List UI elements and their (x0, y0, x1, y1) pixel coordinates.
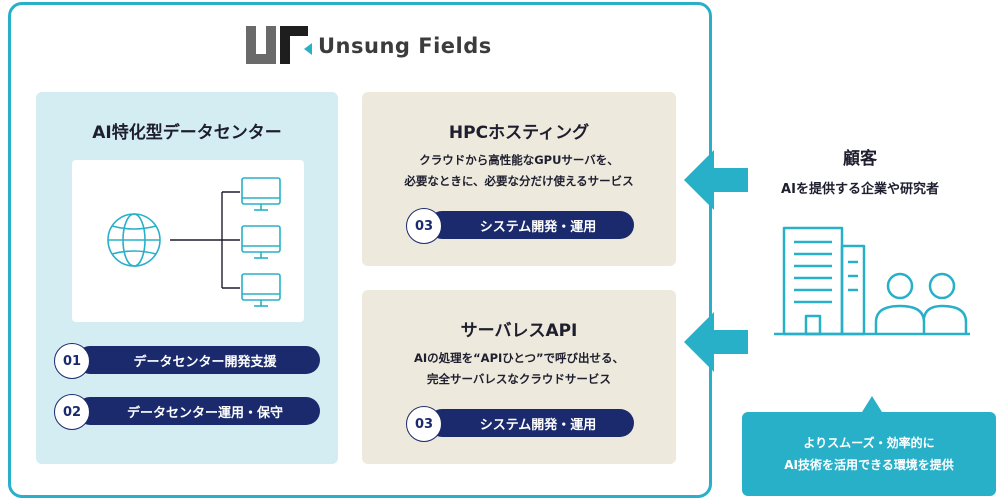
item-label: データセンター運用・保守 (76, 397, 320, 425)
item-label: システム開発・運用 (428, 409, 634, 437)
value-proposition-bubble: よりスムーズ・効率的に AI技術を活用できる環境を提供 (742, 412, 996, 496)
customer-title: 顧客 (843, 149, 877, 169)
serverless-desc-line1: AIの処理を“APIひとつ”で呼び出せる、 (413, 351, 625, 365)
arrow-left-icon (684, 312, 748, 372)
arrow-left-icon (684, 150, 748, 210)
item-number: 03 (406, 208, 442, 244)
customer-subtitle: AIを提供する企業や研究者 (781, 182, 939, 197)
serverless-desc-line2: 完全サーバレスなクラウドサービス (427, 372, 611, 386)
hpc-panel: HPCホスティング クラウドから高性能なGPUサーバを、 必要なときに、必要な分… (362, 92, 676, 266)
item-number: 03 (406, 406, 442, 442)
serverless-panel: サーバレスAPI AIの処理を“APIひとつ”で呼び出せる、 完全サーバレスなク… (362, 290, 676, 464)
item-label: データセンター開発支援 (76, 346, 320, 374)
network-diagram-icon (107, 177, 281, 307)
hpc-service-item: 03 システム開発・運用 (406, 208, 634, 244)
serverless-service-item: 03 システム開発・運用 (406, 406, 634, 442)
hpc-description: クラウドから高性能なGPUサーバを、 必要なときに、必要な分だけ使えるサービス (362, 150, 676, 192)
service-item-01: 01 データセンター開発支援 (54, 343, 320, 379)
service-item-02: 02 データセンター運用・保守 (54, 394, 320, 430)
serverless-title: サーバレスAPI (460, 321, 578, 341)
bubble-line2: AI技術を活用できる環境を提供 (784, 458, 954, 472)
datacenter-panel: AI特化型データセンター (36, 92, 338, 464)
hpc-desc-line2: 必要なときに、必要な分だけ使えるサービス (404, 174, 634, 188)
brand-name: Unsung Fields (318, 34, 492, 58)
bubble-line1: よりスムーズ・効率的に (803, 436, 935, 450)
customer-illustration-icon (774, 226, 970, 336)
item-label: システム開発・運用 (428, 211, 634, 239)
hpc-desc-line1: クラウドから高性能なGPUサーバを、 (419, 153, 619, 167)
speech-bubble-tail (862, 396, 882, 412)
item-number: 01 (54, 343, 90, 379)
datacenter-title: AI特化型データセンター (92, 123, 282, 143)
item-number: 02 (54, 394, 90, 430)
brand-logo: Unsung Fields (246, 26, 492, 66)
serverless-description: AIの処理を“APIひとつ”で呼び出せる、 完全サーバレスなクラウドサービス (362, 348, 676, 390)
uf-logo-mark-icon (246, 26, 312, 64)
datacenter-illustration (72, 160, 304, 322)
hpc-title: HPCホスティング (448, 123, 590, 143)
